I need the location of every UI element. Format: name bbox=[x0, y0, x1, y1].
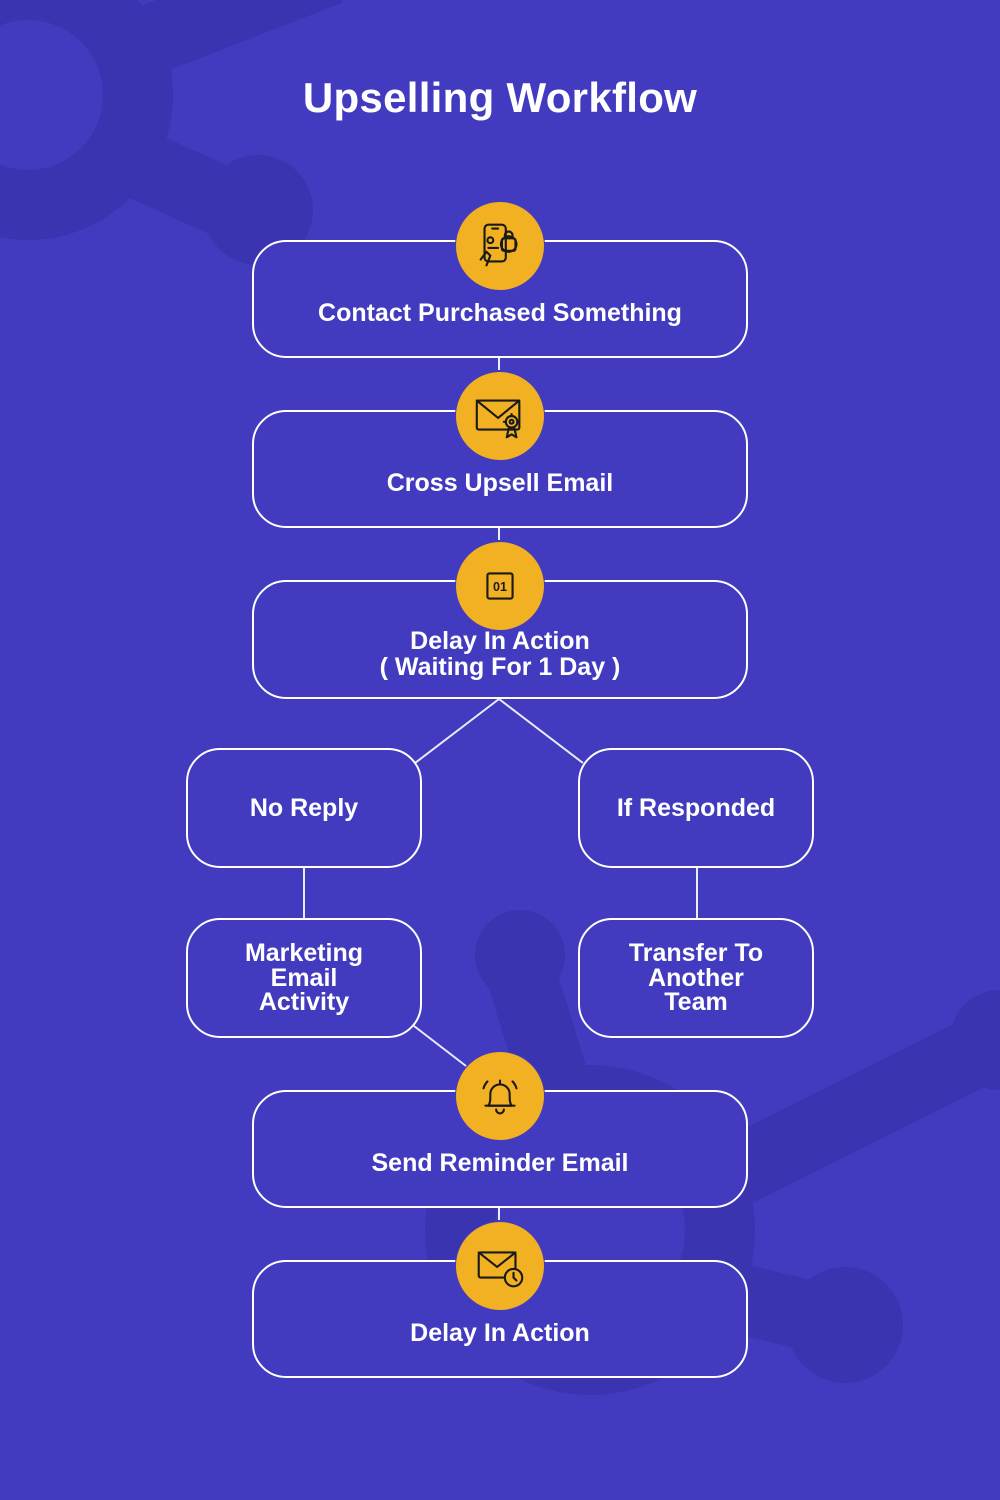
connector-marketing-reminder bbox=[413, 1025, 467, 1067]
node-label-line2: Another bbox=[648, 963, 744, 992]
node-send-reminder-email: Send Reminder Email bbox=[252, 1090, 748, 1208]
calendar-day-text: 01 bbox=[493, 580, 507, 594]
node-if-responded: If Responded bbox=[578, 748, 814, 868]
node-marketing-email-activity: Marketing Email Activity bbox=[186, 918, 422, 1038]
node-label: Cross Upsell Email bbox=[386, 469, 614, 497]
bell-icon bbox=[455, 1051, 545, 1141]
node-label: No Reply bbox=[249, 794, 359, 822]
node-label-line2: ( Waiting For 1 Day ) bbox=[379, 652, 621, 681]
node-no-reply: No Reply bbox=[186, 748, 422, 868]
node-transfer-to-team: Transfer To Another Team bbox=[578, 918, 814, 1038]
page-title: Upselling Workflow bbox=[302, 74, 698, 121]
node-label: Contact Purchased Something bbox=[318, 299, 682, 327]
email-gear-icon bbox=[455, 371, 545, 461]
phone-shopping-bag-icon bbox=[455, 201, 545, 291]
calendar-day-icon: 01 bbox=[455, 541, 545, 631]
node-label-line2: Email bbox=[270, 963, 338, 992]
node-label-line1: Marketing bbox=[244, 939, 364, 968]
node-label: Send Reminder Email bbox=[371, 1149, 629, 1177]
node-label-line3: Activity bbox=[258, 988, 350, 1017]
node-label: If Responded bbox=[616, 794, 776, 822]
email-clock-icon bbox=[455, 1221, 545, 1311]
connector-3-no-reply bbox=[414, 698, 500, 764]
node-label-line3: Team bbox=[664, 988, 728, 1017]
node-label: Delay In Action bbox=[410, 1319, 590, 1347]
connector-3-if-responded bbox=[498, 698, 584, 764]
node-label-line1: Transfer To bbox=[628, 939, 764, 968]
node-label-line1: Delay In Action bbox=[410, 626, 590, 655]
